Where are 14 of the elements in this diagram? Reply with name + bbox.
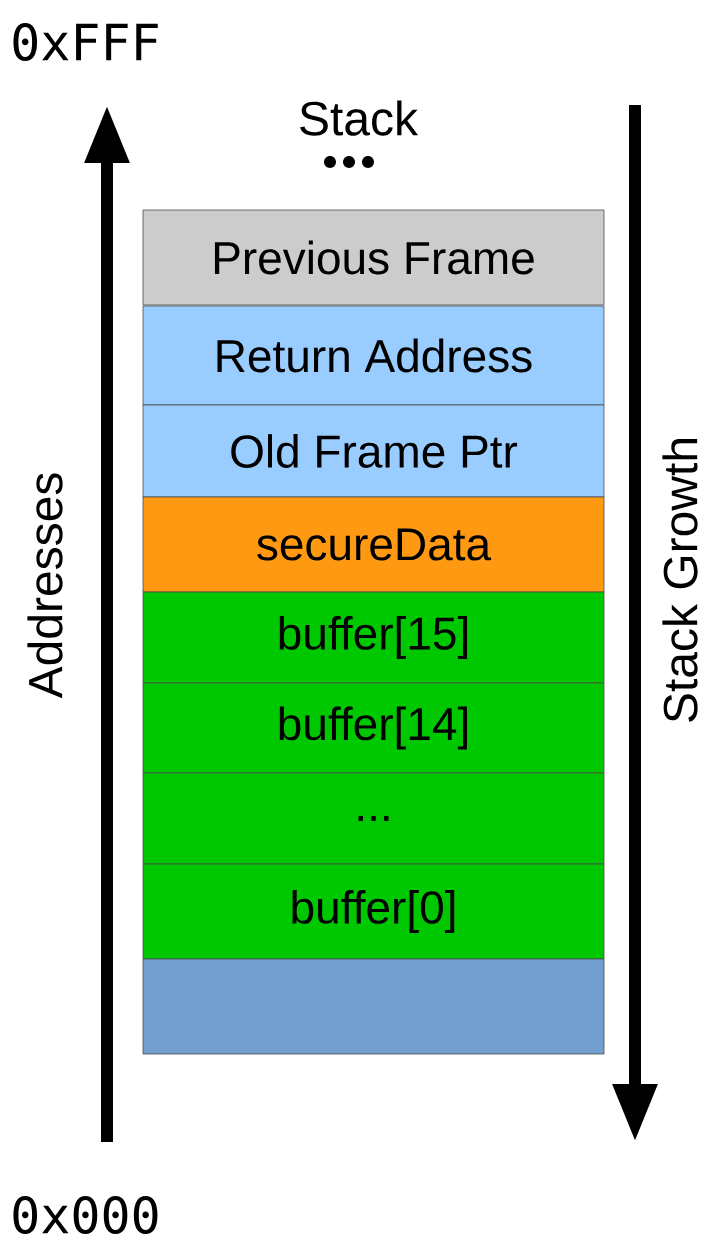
axis-label: Addresses bbox=[27, 473, 63, 699]
stack-cell: ... bbox=[142, 772, 605, 865]
axis-label: Stack Growth bbox=[662, 439, 698, 722]
stack-title: Stack bbox=[300, 100, 419, 136]
stack-cell: buffer[14] bbox=[142, 682, 605, 774]
address-label: 0xFFF bbox=[13, 23, 158, 61]
stack-cell: secureData bbox=[142, 496, 605, 593]
stack-cell: buffer[15] bbox=[142, 591, 605, 684]
stack-cell: buffer[0] bbox=[142, 863, 605, 960]
stack-cell: Previous Frame bbox=[142, 209, 605, 306]
address-label: 0x000 bbox=[13, 1196, 158, 1234]
stack-cell: Return Address bbox=[142, 305, 605, 406]
stack-cell: Old Frame Ptr bbox=[142, 404, 605, 498]
stack-cell bbox=[142, 958, 605, 1055]
